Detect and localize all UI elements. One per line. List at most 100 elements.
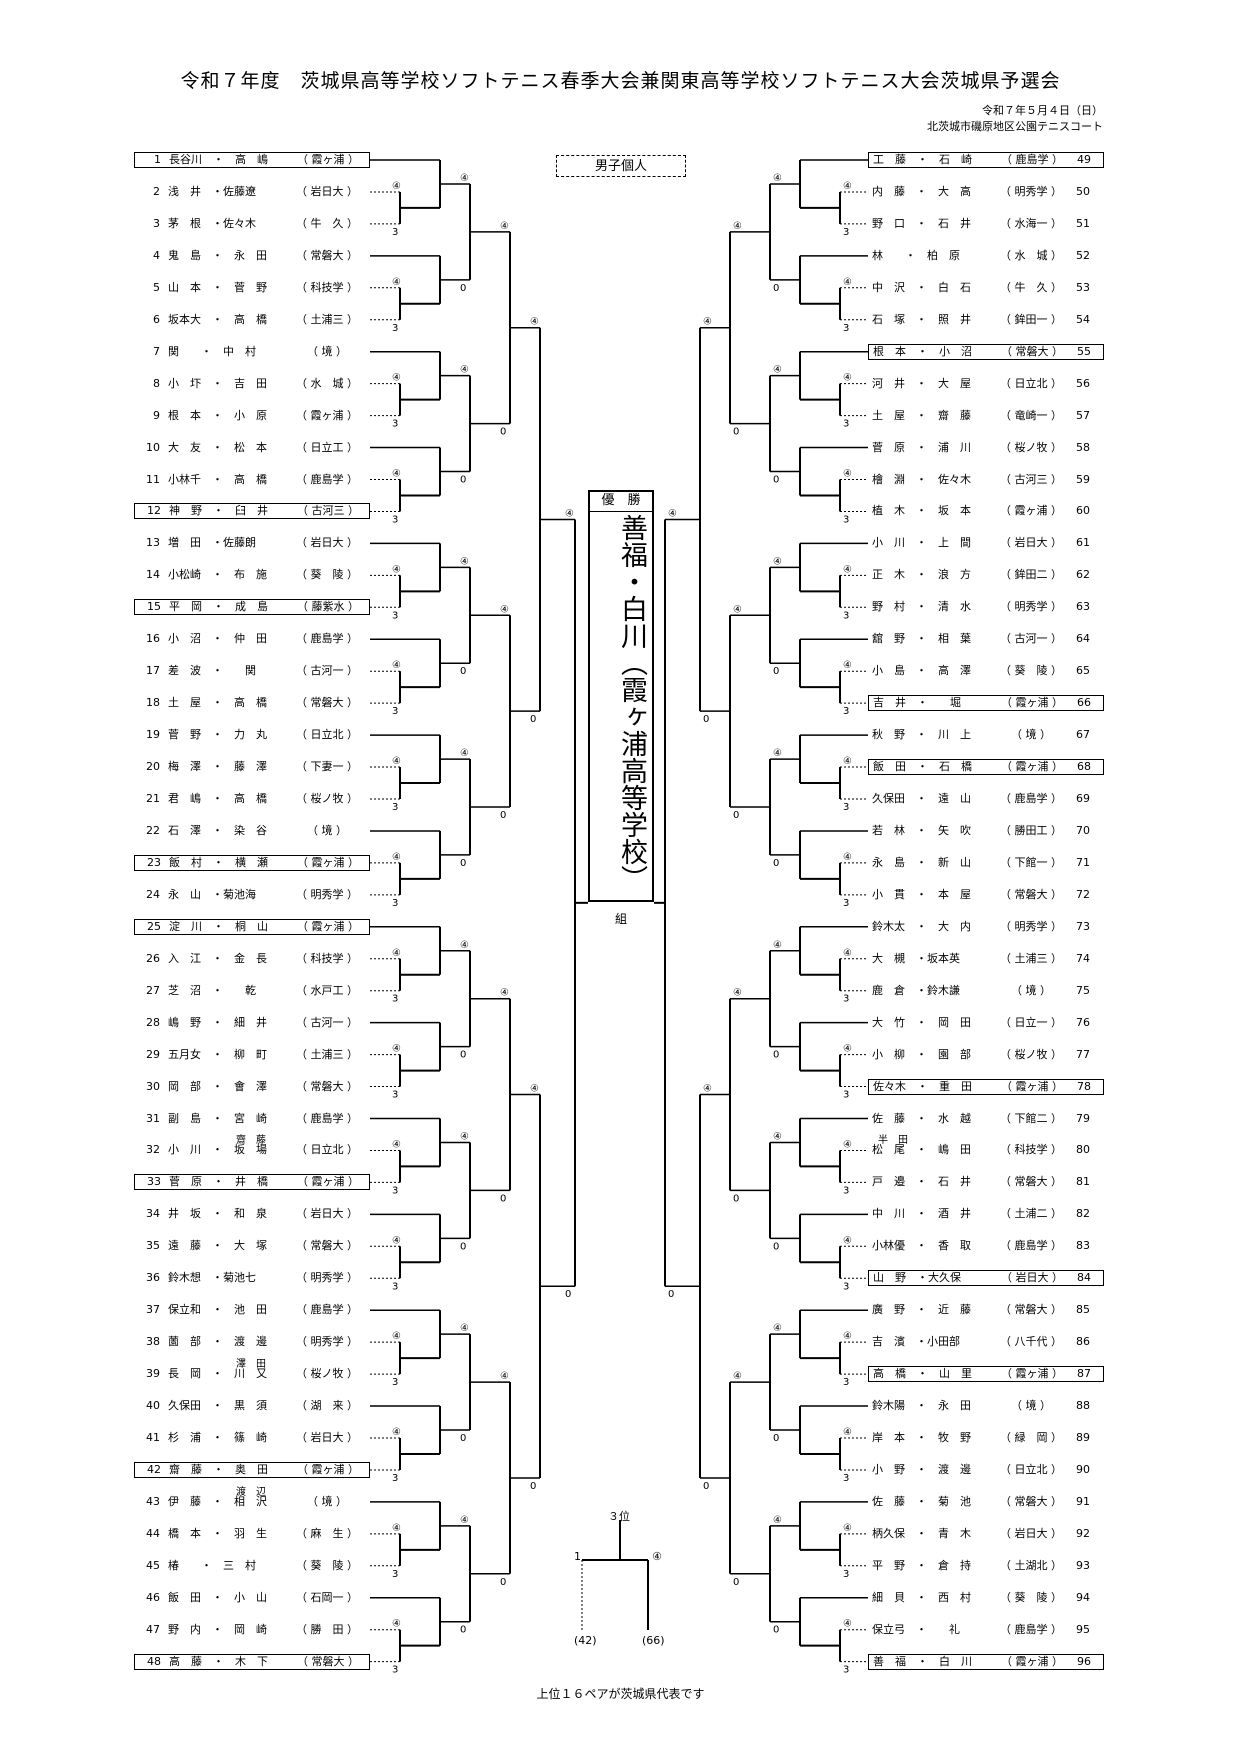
score-mark: 0 [733,1193,739,1204]
entry-school: （ 霞ヶ浦 ） [1001,1654,1063,1668]
entry-players: 杉 浦 ・ 篠 崎 [168,1431,267,1444]
entry-school: （ 桜ノ牧 ） [1000,440,1062,454]
score-mark: 0 [460,1241,466,1252]
name-correction: 齋 藤 [236,1135,266,1147]
entry-school: （ 鹿島学 ） [296,472,358,486]
score-mark: 0 [460,666,466,677]
entry-players: 浅 井 ・佐藤遼 [168,184,256,198]
entry-number: 48 [147,1654,161,1668]
entry-school: （ 葵 陵 ） [1000,664,1062,678]
entry-school: （ 霞ヶ浦 ） [297,153,359,166]
entry-number: 39 [146,1367,160,1381]
entry-number: 92 [1076,1526,1090,1540]
third-place-label: ３位 [608,1510,630,1523]
entry-school: （ 下館一 ） [1000,855,1062,869]
entry-number: 96 [1077,1654,1091,1668]
entry-players: 吉 井 ・ 堀 [873,696,961,710]
entry-players: 淀 川 ・ 桐 山 [169,919,268,933]
entry-players: 飯 村 ・ 横 瀬 [169,855,268,869]
score-mark: ④ [843,1427,852,1438]
entry-number: 66 [1077,696,1091,710]
entry-school: （ 桜ノ牧 ） [1000,1047,1062,1061]
score-mark: 0 [773,1433,779,1444]
entry-number: 80 [1076,1143,1090,1157]
score-mark: 3 [392,898,398,909]
entry-school: （ 牛 久 ） [1000,280,1062,294]
entry-school: （ 八千代 ） [1000,1335,1062,1349]
score-mark: ④ [392,564,401,575]
entry-players: 植 木 ・ 坂 本 [872,504,971,518]
entry-school: （ 岩日大 ） [1000,1526,1062,1540]
score-mark: 3 [392,1281,398,1292]
entry-school: （ 常磐大 ） [1000,1175,1062,1189]
champion-box [588,490,654,902]
entry-number: 65 [1076,664,1090,678]
entry-players: 根 本 ・ 小 原 [168,408,267,422]
score-mark: ④ [460,748,469,759]
entry-players: 大 竹 ・ 岡 田 [872,1015,971,1029]
entry-school: （ 明秀学 ） [1000,919,1062,933]
entry-players: 橋 本 ・ 羽 生 [168,1526,267,1540]
score-mark: 0 [703,714,709,725]
entry-players: 入 江 ・ 金 長 [168,951,267,965]
entry-players: 土 屋 ・ 高 橋 [168,696,267,710]
entry-players: 鈴木想 ・菊池七 [168,1271,256,1285]
score-mark: 0 [773,1050,779,1061]
entry-players: 佐 藤 ・ 水 越 [872,1111,971,1125]
score-mark: ④ [843,756,852,767]
score-mark: 3 [843,898,849,909]
entry-number: 61 [1076,536,1090,550]
entry-school: （ 霞ヶ浦 ） [1000,504,1062,518]
entry-school: （ 鹿島学 ） [1000,792,1062,805]
entry-players: 久保田 ・ 遠 山 [872,792,971,805]
score-mark: ④ [773,1323,782,1334]
entry-school: （ 岩日大 ） [296,1431,358,1444]
score-mark: 3 [843,1090,849,1101]
entry-school: （ 葵 陵 ） [1000,1590,1062,1604]
score-mark: 3 [392,994,398,1005]
entry-players: 遠 藤 ・ 大 塚 [168,1239,267,1253]
entry-number: 53 [1076,280,1090,294]
score-mark: ④ [460,940,469,951]
entry-players: 嶋 野 ・ 細 井 [168,1015,267,1029]
score-mark: 3 [843,802,849,813]
entry-players: 小松崎 ・ 布 施 [168,568,267,582]
entry-school: （ 常磐大 ） [1000,887,1062,901]
entry-school: （ 水海一 ） [1000,216,1062,230]
entry-number: 37 [146,1303,160,1317]
score-mark: ④ [392,948,401,959]
entry-number: 16 [146,632,160,646]
entry-number: 21 [146,792,160,805]
entry-number: 57 [1076,408,1090,422]
entry-players: 鈴木太 ・ 大 内 [872,919,971,933]
entry-school: （ 常磐大 ） [1001,344,1063,358]
entry-school: （ 岩日大 ） [1000,536,1062,550]
entry-school: （ 岩日大 ） [296,536,358,550]
entry-number: 31 [146,1111,160,1125]
entry-players: 菅 原 ・ 浦 川 [872,440,971,454]
entry-players: 関 ・ 中 村 [168,344,256,358]
entry-number: 51 [1076,216,1090,230]
entry-players: 鬼 島 ・ 永 田 [168,248,267,262]
third-place-left-ref: (42) [574,1634,597,1647]
score-mark: 0 [565,1289,571,1300]
entry-number: 5 [153,280,160,294]
score-mark: ④ [843,852,852,863]
score-mark: 0 [773,1241,779,1252]
entry-players: 増 田 ・佐藤朗 [168,536,256,550]
